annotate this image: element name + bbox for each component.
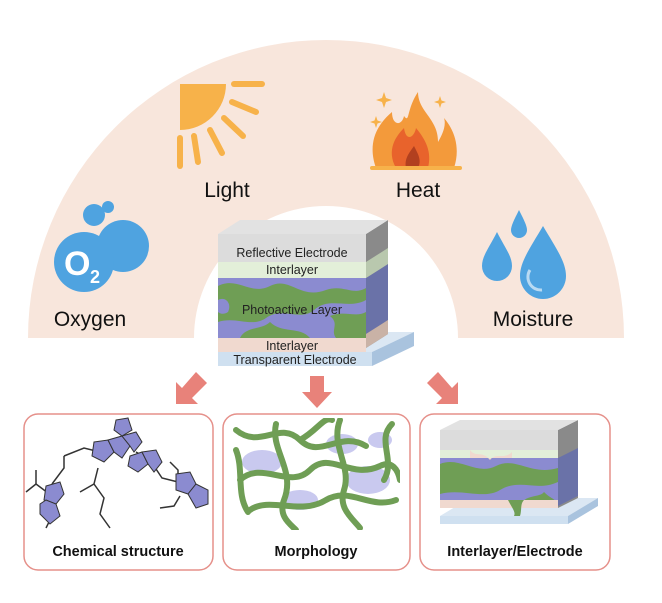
arrow-center bbox=[302, 376, 332, 408]
stress-arch bbox=[28, 40, 624, 338]
water-drops-icon bbox=[482, 210, 566, 299]
light-label: Light bbox=[204, 179, 250, 202]
layer-label-interlayer-bottom: Interlayer bbox=[266, 339, 318, 353]
oxygen-icon: O 2 bbox=[54, 201, 149, 292]
oxygen-label: Oxygen bbox=[54, 308, 126, 331]
device-stack: Reflective Electrode Interlayer Photoact… bbox=[218, 220, 414, 367]
sun-icon bbox=[177, 81, 265, 169]
layer-label-photoactive: Photoactive Layer bbox=[242, 303, 342, 317]
layer-label-reflective-electrode: Reflective Electrode bbox=[236, 246, 347, 260]
factor-label-interlayer-electrode: Interlayer/Electrode bbox=[447, 544, 582, 560]
svg-text:O: O bbox=[64, 245, 90, 283]
arrows bbox=[176, 372, 458, 408]
factor-label-chemical-structure: Chemical structure bbox=[52, 544, 183, 560]
molecule-icon bbox=[25, 417, 209, 529]
heat-label: Heat bbox=[396, 179, 441, 202]
arrow-right bbox=[427, 372, 458, 404]
svg-text:2: 2 bbox=[90, 267, 100, 287]
arrow-left bbox=[176, 372, 207, 404]
moisture-label: Moisture bbox=[493, 308, 574, 331]
degraded-device-icon bbox=[440, 420, 598, 524]
layer-label-transparent-electrode: Transparent Electrode bbox=[233, 353, 356, 367]
factor-label-morphology: Morphology bbox=[275, 544, 358, 560]
layer-label-interlayer-top: Interlayer bbox=[266, 263, 318, 277]
fire-icon bbox=[370, 92, 462, 170]
morphology-fibers-icon bbox=[233, 418, 400, 530]
